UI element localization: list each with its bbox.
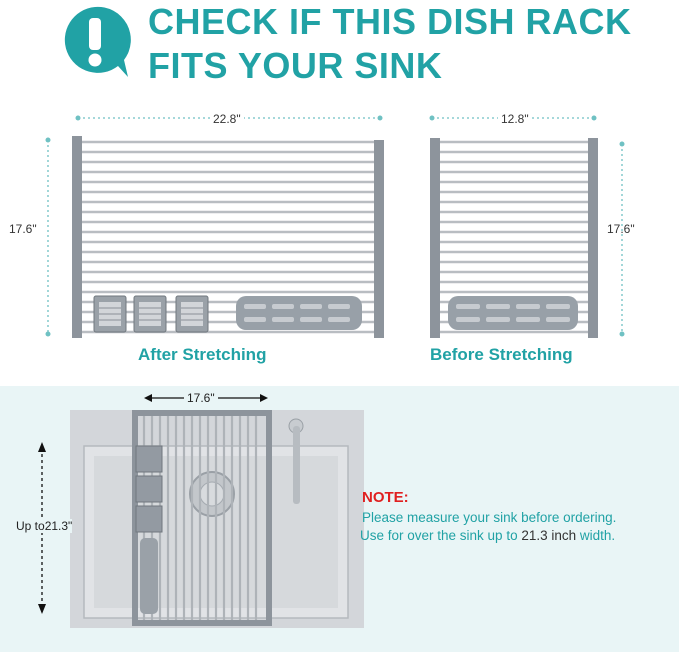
- note-line-1: Please measure your sink before ordering…: [362, 510, 617, 525]
- rack-after-stretching: [45, 115, 384, 338]
- note-title: NOTE:: [362, 489, 409, 506]
- headline-line-1: CHECK IF THIS DISH RACK: [148, 1, 632, 42]
- note-line-2-value: 21.3 inch: [521, 528, 577, 543]
- sink-height-value: 21.3": [44, 519, 73, 533]
- sink-height-label: Up to21.3": [16, 519, 73, 533]
- after-width-label: 22.8": [210, 112, 244, 126]
- sink-width-label: 17.6": [184, 391, 218, 405]
- note-line-2-prefix: Use for over the sink up to: [360, 528, 522, 543]
- rack-before-stretching: [429, 115, 625, 338]
- before-stretching-caption: Before Stretching: [430, 345, 573, 364]
- headline-line-2: FITS YOUR SINK: [148, 45, 443, 86]
- note-line-2: Use for over the sink up to 21.3 inch wi…: [360, 528, 615, 543]
- sink-height-prefix: Up to: [16, 519, 45, 533]
- after-stretching-caption: After Stretching: [138, 345, 267, 364]
- after-height-label: 17.6": [9, 222, 37, 236]
- before-height-label: 17.6": [607, 222, 635, 236]
- before-width-label: 12.8": [498, 112, 532, 126]
- exclamation-bubble-icon: [64, 6, 131, 77]
- note-line-2-suffix: width.: [576, 528, 616, 543]
- sink-illustration: [38, 394, 364, 628]
